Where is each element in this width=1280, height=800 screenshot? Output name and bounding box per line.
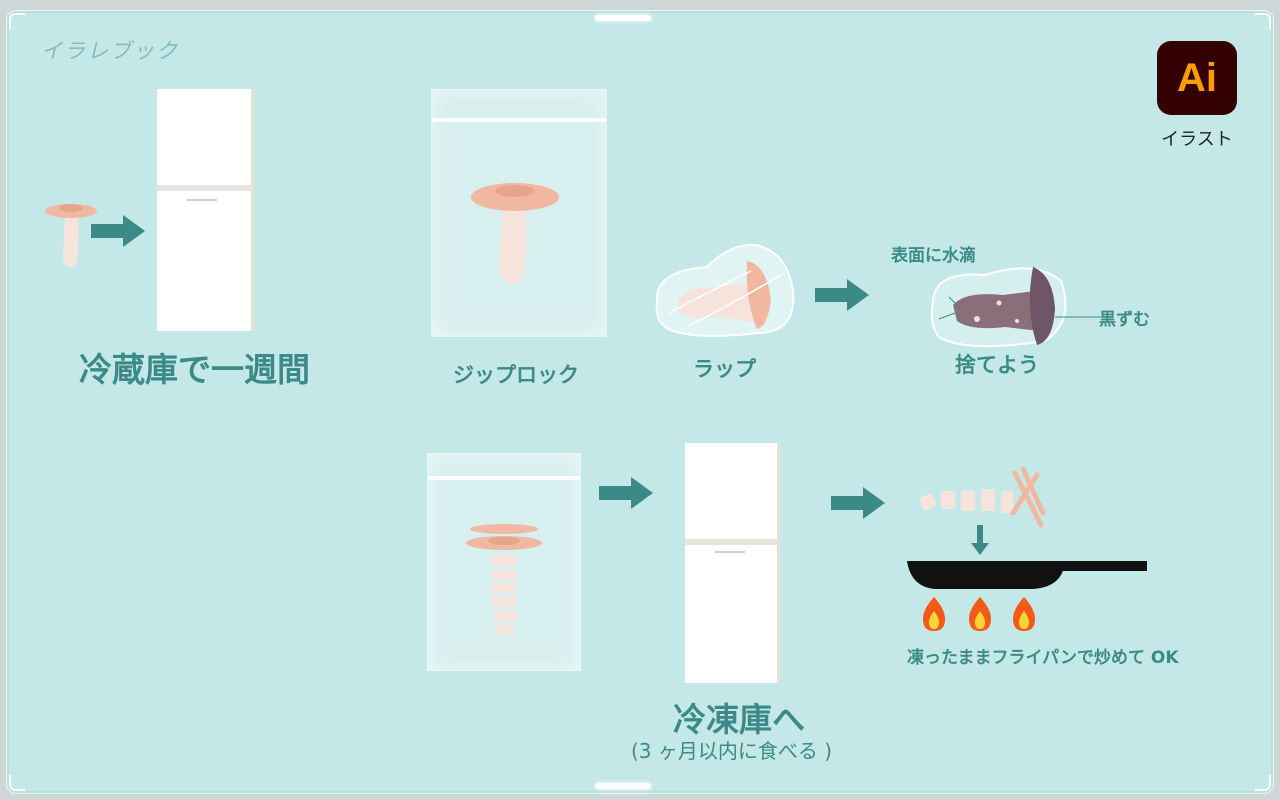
refrigerator-icon [157, 89, 254, 331]
frame-corner [9, 13, 25, 29]
freezer-icon [685, 443, 780, 683]
brand-logo: イラレブック [41, 35, 179, 65]
discard-label: 捨てよう [955, 349, 1039, 379]
flame-icon [1009, 595, 1039, 633]
arrow-right-icon [597, 475, 655, 511]
fridge-week-label: 冷蔵庫で一週間 [79, 343, 310, 391]
illustrator-app-icon: Ai [1157, 41, 1237, 115]
flame-icon [965, 595, 995, 633]
ziplock-label: ジップロック [453, 359, 579, 389]
mushroom-icon [469, 179, 561, 291]
arrow-right-icon [813, 277, 871, 313]
frame-corner [1255, 13, 1271, 29]
frame-corner [9, 775, 25, 791]
illustrator-label: イラスト [1155, 125, 1239, 151]
arrow-right-icon [89, 213, 147, 249]
arrow-right-icon [829, 485, 887, 521]
frame-top-notch [595, 15, 651, 21]
spoiled-mushroom-icon [925, 261, 1075, 351]
cook-label: 凍ったままフライパンで炒めて OK [907, 643, 1179, 668]
wrapped-mushroom-icon [647, 241, 797, 341]
frying-pan-icon [905, 557, 1151, 597]
illustration-canvas: イラレブック Ai イラスト 冷蔵庫で一週間 ジップロック ラップ 表面に水滴 [6, 10, 1274, 794]
darkening-label: 黒ずむ [1099, 305, 1150, 330]
flame-icon [919, 595, 949, 633]
freezer-label: 冷凍庫へ [673, 693, 805, 741]
freezer-note: (3 ヶ月以内に食べる ) [631, 735, 832, 764]
sliced-mushroom-icon [463, 523, 545, 643]
frame-corner [1255, 775, 1271, 791]
arrow-down-icon [971, 525, 989, 555]
wrap-label: ラップ [693, 353, 756, 383]
frame-bottom-notch [595, 783, 651, 789]
